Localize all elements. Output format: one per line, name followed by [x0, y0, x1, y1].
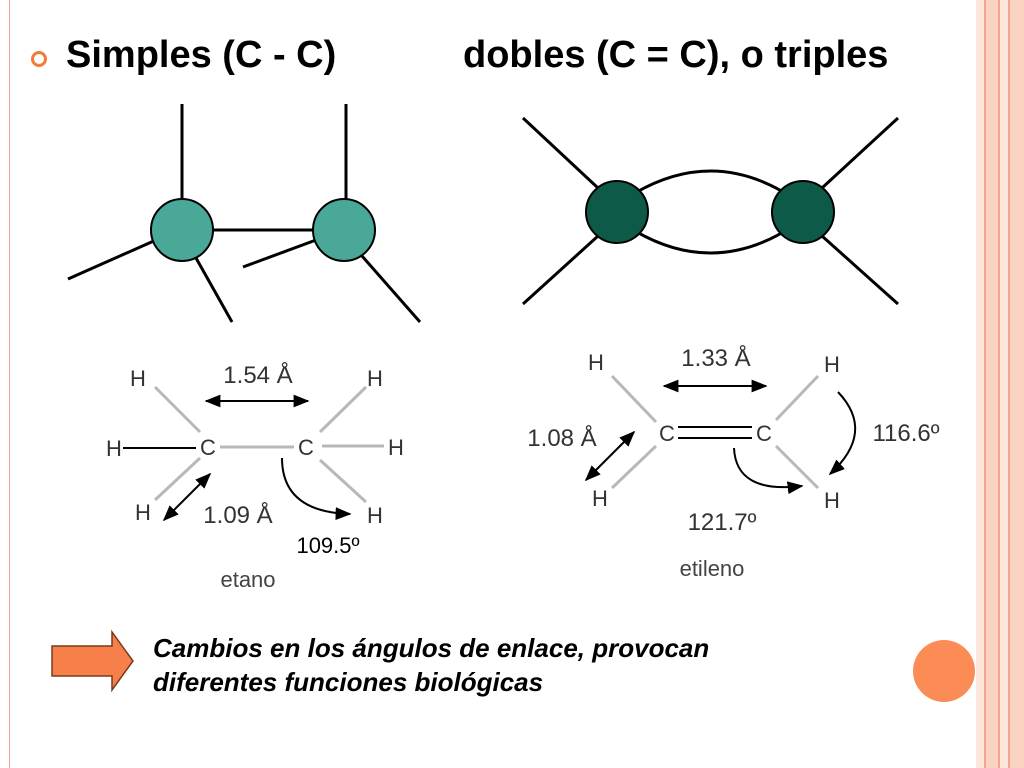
- hydrogen-right: H: [388, 435, 404, 460]
- hcc-angle-label: 121.7º: [688, 509, 757, 536]
- title-single-bonds: Simples (C - C): [66, 34, 337, 76]
- hch-angle-label: 116.6º: [872, 420, 939, 447]
- ethylene-structure: H H C C H H 1.33 Å 1.08 Å 116.6º 121.7º …: [527, 344, 939, 581]
- carbon-left: C: [200, 435, 216, 460]
- hydrogen-bottom-right: H: [824, 488, 840, 513]
- carbon-left: C: [659, 421, 675, 446]
- bond-angle-arrow: [281, 457, 352, 520]
- hydrogen-bottom-left: H: [135, 500, 151, 525]
- hcc-angle-arrow: [733, 447, 804, 495]
- slide-frame-right: [976, 0, 1024, 768]
- caption-line-2: diferentes funciones biológicas: [153, 667, 544, 697]
- right-arrow-icon: [51, 629, 134, 693]
- cc-bond-length-label: 1.54 Å: [223, 361, 292, 389]
- slide-title: Simples (C - C) dobles (C = C), o triple…: [0, 28, 960, 84]
- hydrogen-top-right: H: [367, 366, 383, 391]
- cc-bond-length-label: 1.33 Å: [681, 344, 750, 372]
- hydrogen-top-right: H: [824, 352, 840, 377]
- hydrogen-top-left: H: [130, 366, 146, 391]
- decorative-dot: [913, 640, 975, 702]
- ch-bond-length-label: 1.09 Å: [203, 501, 272, 529]
- conclusion-text: Cambios en los ángulos de enlace, provoc…: [153, 631, 873, 699]
- title-double-triple-bonds: dobles (C = C), o triples: [463, 34, 889, 76]
- carbon-right: C: [756, 421, 772, 446]
- hydrogen-bottom-left: H: [592, 486, 608, 511]
- hch-angle-arrow: [828, 391, 857, 476]
- bond-angle-label: 109.5º: [296, 533, 359, 558]
- caption-line-1: Cambios en los ángulos de enlace, provoc…: [153, 633, 710, 663]
- ethane-structure: H H H C C H H H 1.54 Å 1.09 Å 109.5º eta…: [106, 361, 404, 592]
- double-bond-model: [521, 116, 900, 306]
- carbon-right: C: [298, 435, 314, 460]
- bullet-icon: [31, 51, 47, 67]
- ch-length-arrow: [584, 430, 636, 482]
- carbon-atom-left: [585, 180, 649, 244]
- ethane-name: etano: [220, 567, 275, 592]
- carbon-atom-right: [771, 180, 835, 244]
- ethylene-name: etileno: [680, 556, 745, 581]
- carbon-atom-left: [150, 198, 214, 262]
- ch-bond-length-label: 1.08 Å: [527, 424, 596, 452]
- hydrogen-top-left: H: [588, 350, 604, 375]
- hydrogen-bottom-right: H: [367, 503, 383, 528]
- ch-length-arrow: [162, 472, 212, 522]
- hydrogen-left: H: [106, 436, 122, 461]
- carbon-atom-right: [312, 198, 376, 262]
- slide-frame-left: [0, 0, 10, 768]
- single-bond-model: [67, 104, 422, 323]
